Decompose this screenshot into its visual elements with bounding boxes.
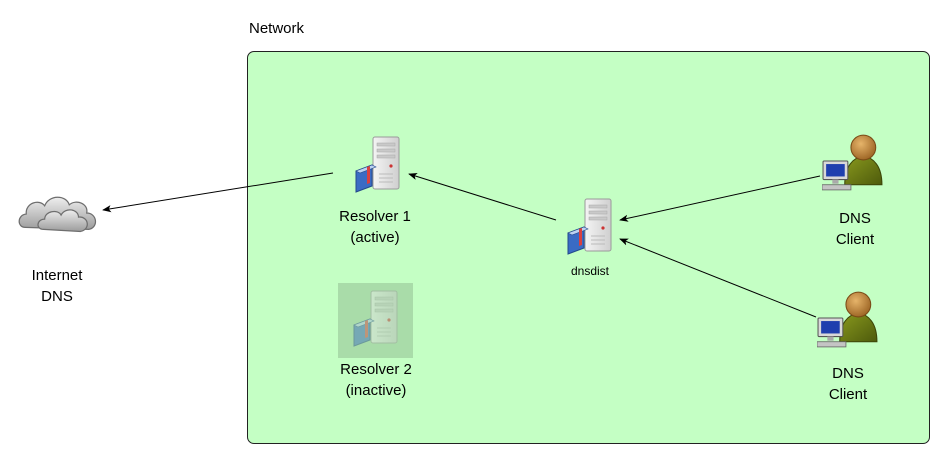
resolver2-label-line2: (inactive) [345,382,407,399]
edge-resolver1-to-internet [102,172,334,213]
client1-label-line2: Client [835,231,875,248]
edge-client1-to-dnsdist [619,175,821,222]
user-workstation-icon [822,134,883,191]
resolver2-label: Resolver 2 (inactive) [326,359,426,401]
internet-dns-label-line1: Internet [31,267,83,284]
resolver2-label-line1: Resolver 2 [340,361,412,378]
server-icon [567,198,612,255]
resolver1-label-line1: Resolver 1 [339,208,411,225]
client1-label-line1: DNS [839,210,871,227]
client2-label: DNS Client [808,363,888,405]
internet-dns-label-line2: DNS [41,288,73,305]
client2-label-line1: DNS [832,365,864,382]
edge-client2-to-dnsdist [619,238,817,318]
server-icon [353,290,398,347]
client2-label-line2: Client [828,386,868,403]
internet-dns-label: Internet DNS [14,265,100,307]
cloud-icon [18,196,97,233]
client1-label: DNS Client [815,208,895,250]
network-label: Network [249,20,305,37]
server-icon [355,136,400,193]
dnsdist-label: dnsdist [570,264,610,278]
resolver1-label: Resolver 1 (active) [330,206,420,248]
resolver1-label-line2: (active) [350,229,400,246]
edge-dnsdist-to-resolver1 [408,172,557,221]
user-workstation-icon [817,291,878,348]
